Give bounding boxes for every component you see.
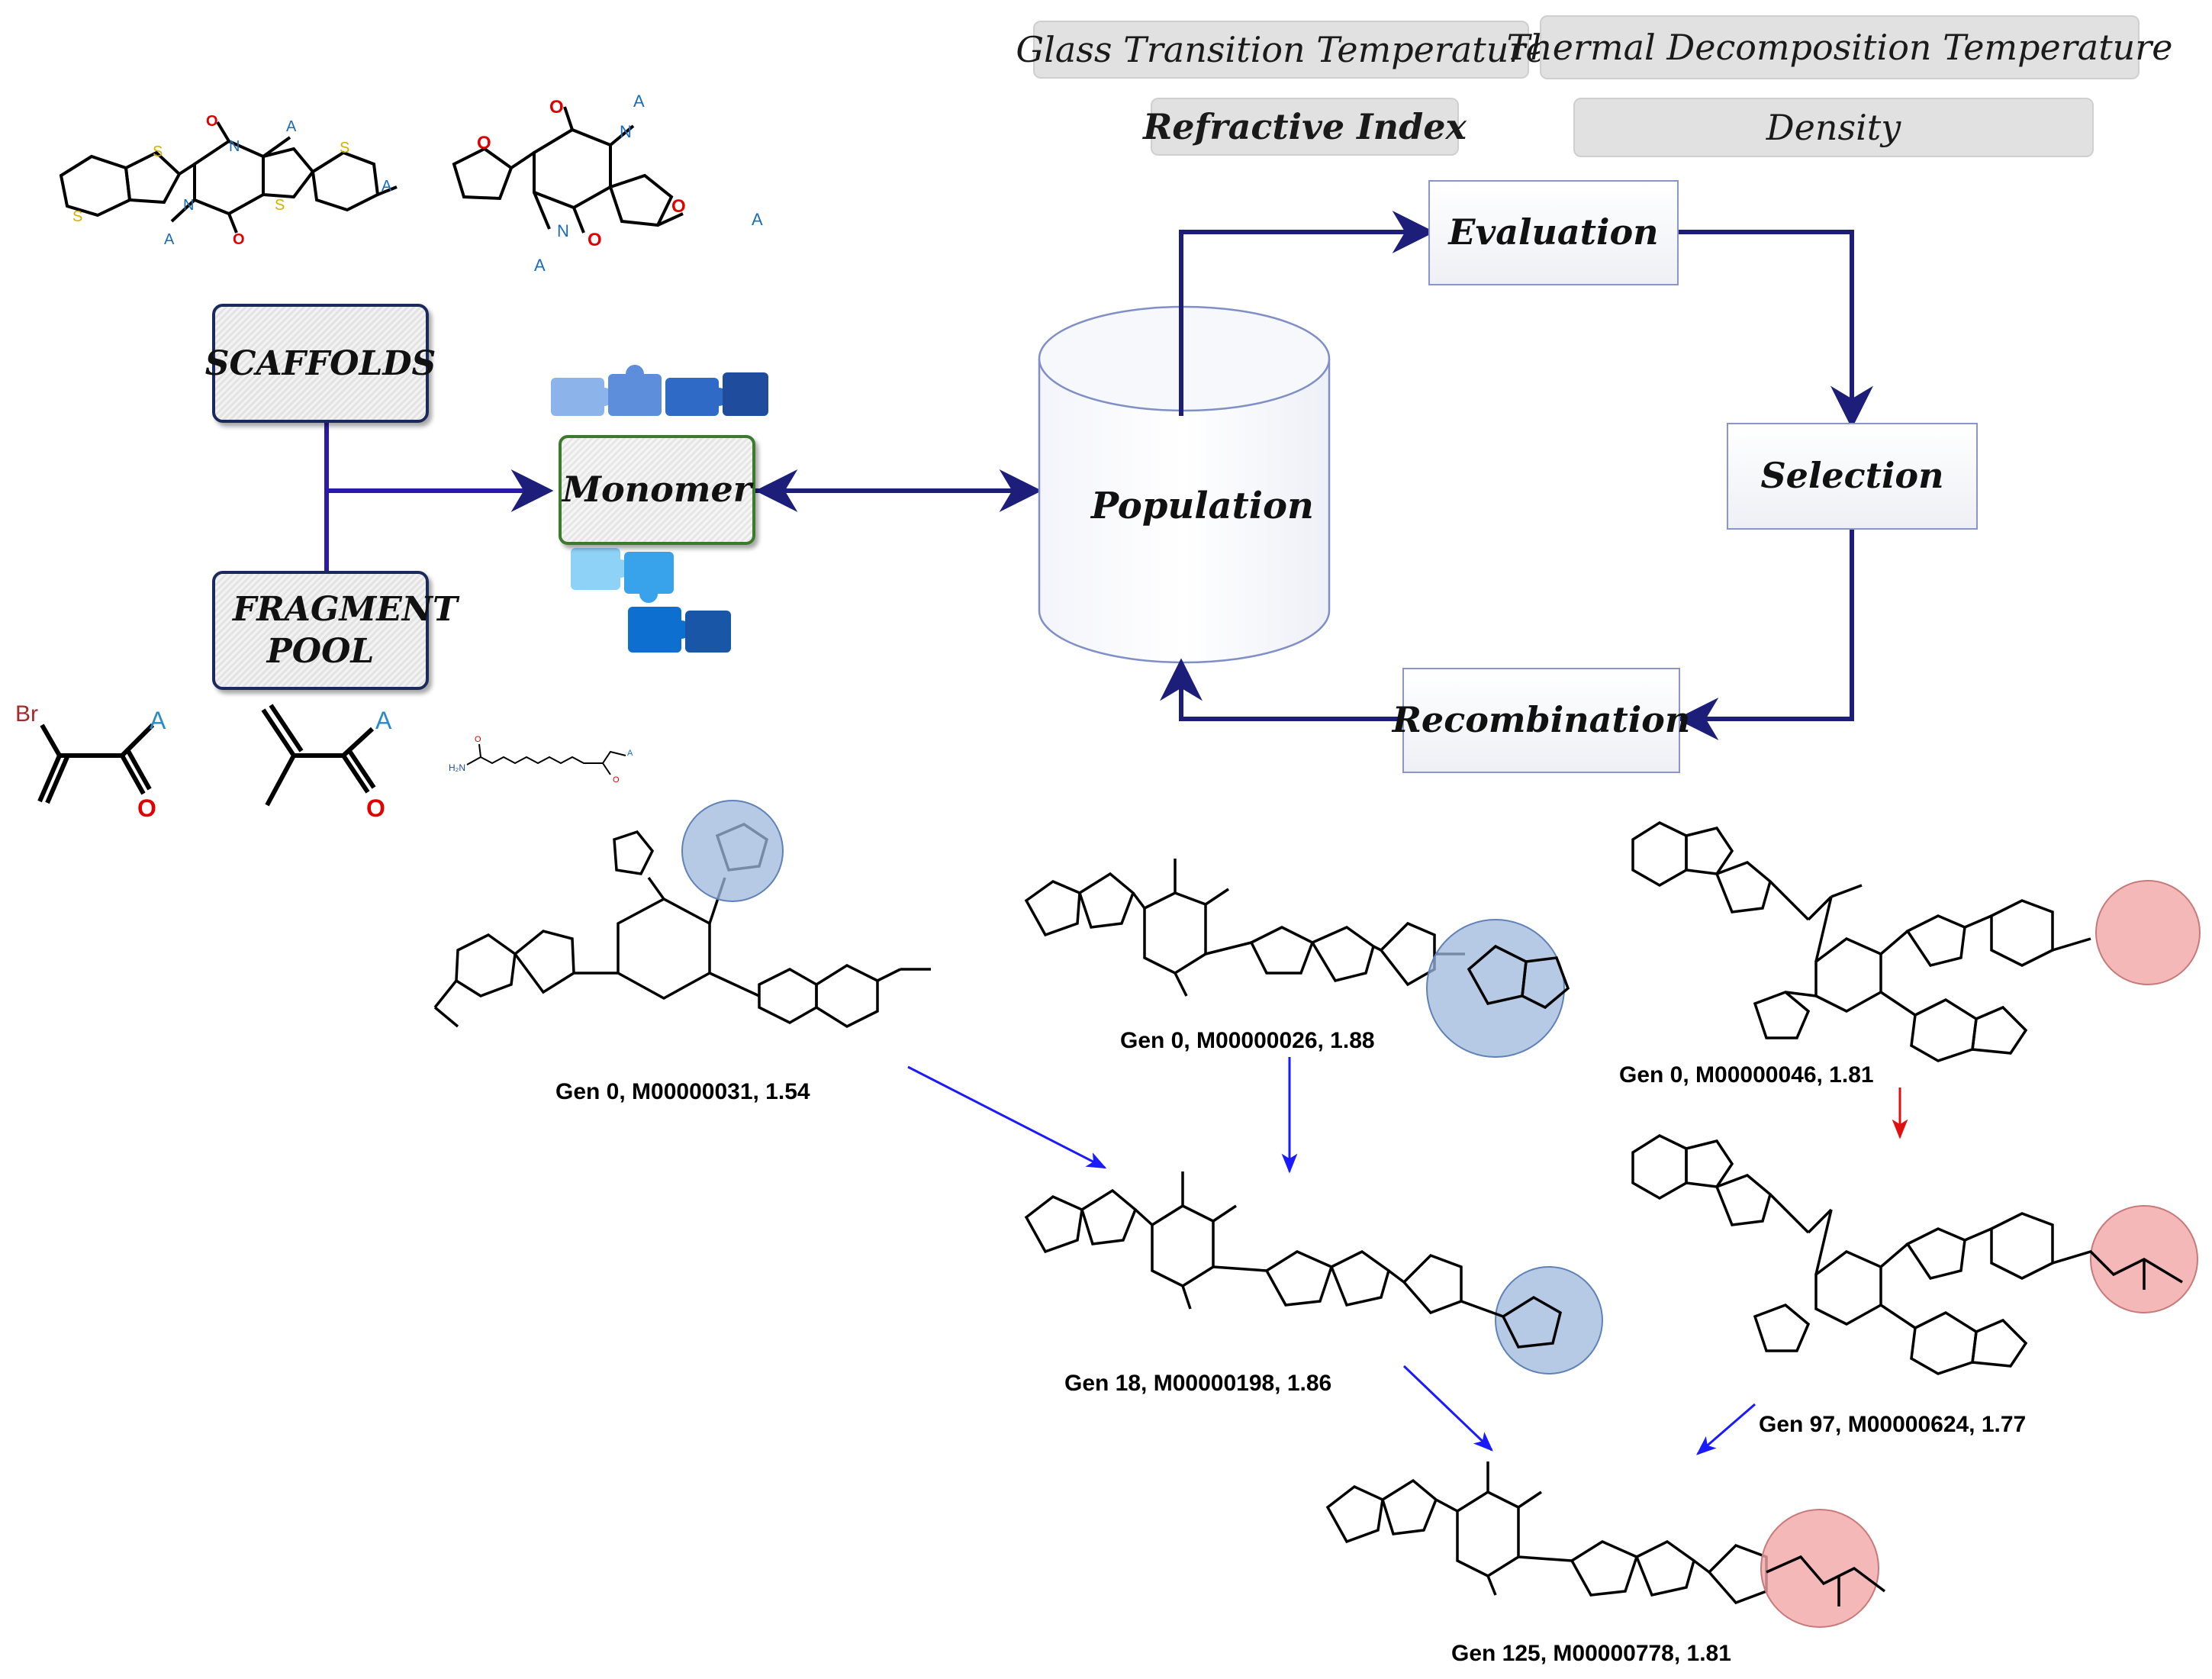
property-density: Density [1573, 98, 2094, 157]
molecule-m00000624 [1631, 1134, 2054, 1375]
svg-text:N: N [183, 197, 194, 214]
puzzle-pieces-top-icon [551, 365, 768, 416]
oxygen-label: O [137, 794, 156, 822]
attach-label: A [627, 749, 633, 758]
highlight-blue-m198 [1495, 1266, 1603, 1374]
svg-text:A: A [633, 92, 645, 111]
population-cylinder [1038, 305, 1331, 664]
molecule-m00000026 [1024, 859, 1465, 997]
recombination-box: Recombination [1393, 668, 1690, 773]
property-label: Density [1766, 107, 1901, 148]
svg-text:A: A [286, 118, 297, 135]
selection-box: Selection [1727, 423, 1978, 530]
population-label: Population [1091, 485, 1314, 527]
scaffold-furan-oxygen-labels: O O O O [477, 97, 686, 250]
highlight-red-m778 [1760, 1509, 1879, 1628]
property-glass-transition: Glass Transition Temperature [1016, 21, 1547, 79]
oxygen-label: O [613, 775, 620, 785]
svg-text:N: N [229, 138, 240, 155]
cycle-arrows [1160, 211, 1873, 740]
svg-text:O: O [671, 196, 686, 217]
svg-text:N: N [557, 221, 569, 240]
pool-connector [324, 418, 554, 571]
evaluation-label: Evaluation [1448, 211, 1659, 253]
svg-text:A: A [534, 256, 546, 275]
highlight-blue-m31 [681, 800, 784, 902]
svg-text:N: N [620, 122, 632, 141]
scaffold-molecule-thienothiophene [59, 121, 398, 234]
property-label: Thermal Decomposition Temperature [1506, 27, 2173, 68]
oxygen-label: O [366, 794, 385, 822]
molecule-m00000624-ketone [2052, 1250, 2183, 1290]
puzzle-pieces-bottom-icon [571, 548, 731, 653]
caption-m00000778: Gen 125, M00000778, 1.81 [1451, 1641, 1731, 1666]
property-label: Glass Transition Temperature [1016, 29, 1547, 70]
scaffold-sulfur-labels: S S S S [72, 140, 349, 225]
fragment-aminodecanoyl [466, 743, 626, 775]
scaffold-attach-labels: A A A N N [164, 118, 392, 248]
recombination-label: Recombination [1392, 699, 1691, 741]
svg-text:S: S [275, 197, 285, 214]
selection-label: Selection [1760, 455, 1944, 497]
svg-text:A: A [752, 210, 763, 229]
caption-m00000031: Gen 0, M00000031, 1.54 [555, 1079, 810, 1104]
svg-text:O: O [477, 133, 491, 153]
scaffold-molecule-furan [452, 106, 684, 234]
molecule-m00000026-imide [1467, 944, 1570, 1010]
caption-m00000026: Gen 0, M00000026, 1.88 [1120, 1028, 1375, 1053]
svg-text:S: S [153, 143, 163, 160]
molecule-m00000046 [1631, 821, 2091, 1062]
monomer-label: Monomer [562, 469, 752, 511]
svg-text:O: O [549, 97, 564, 118]
attach-label: A [375, 707, 392, 734]
molecule-m00000198 [1024, 1171, 1463, 1315]
fragment-bromoacryloyl [37, 723, 155, 804]
fragment-methacryloyl [261, 704, 376, 807]
monomer-box: Monomer [559, 435, 755, 545]
svg-text:S: S [72, 208, 82, 225]
caption-m00000624: Gen 97, M00000624, 1.77 [1759, 1412, 2027, 1437]
caption-m00000198: Gen 18, M00000198, 1.86 [1064, 1371, 1332, 1396]
evaluation-box: Evaluation [1428, 180, 1679, 285]
fragment-pool-label: FRAGMENT POOL [233, 590, 458, 671]
property-label: Refractive Index [1143, 106, 1467, 147]
property-refractive-index: Refractive Index [1143, 98, 1467, 156]
molecule-m00000198-pyrazole [1460, 1295, 1563, 1349]
svg-text:O: O [206, 113, 218, 130]
scaffolds-box: SCAFFOLDS [205, 304, 436, 423]
property-thermal-decomposition: Thermal Decomposition Temperature [1506, 15, 2173, 79]
attach-label: A [150, 707, 166, 734]
svg-text:S: S [340, 140, 349, 156]
amine-label: H₂N [449, 762, 465, 773]
caption-m00000046: Gen 0, M00000046, 1.81 [1619, 1062, 1874, 1088]
svg-text:A: A [164, 231, 175, 248]
scaffolds-label: SCAFFOLDS [204, 343, 436, 383]
evolution-arrows [907, 1057, 1908, 1455]
highlight-blue-m26 [1426, 919, 1565, 1058]
svg-text:A: A [382, 178, 392, 195]
oxygen-label: O [475, 735, 481, 744]
scaffold-oxygen-labels: OO [206, 113, 245, 248]
scaffold-furan-attach-labels: A A A N N [534, 92, 763, 275]
fragment-pool-box: FRAGMENT POOL [212, 571, 458, 690]
highlight-red-m46 [2095, 880, 2201, 985]
bromine-label: Br [15, 701, 38, 727]
molecule-m00000778-ketone [1766, 1555, 1886, 1606]
svg-text:O: O [588, 230, 602, 250]
svg-text:O: O [233, 231, 245, 248]
molecule-m00000778 [1325, 1461, 1768, 1605]
